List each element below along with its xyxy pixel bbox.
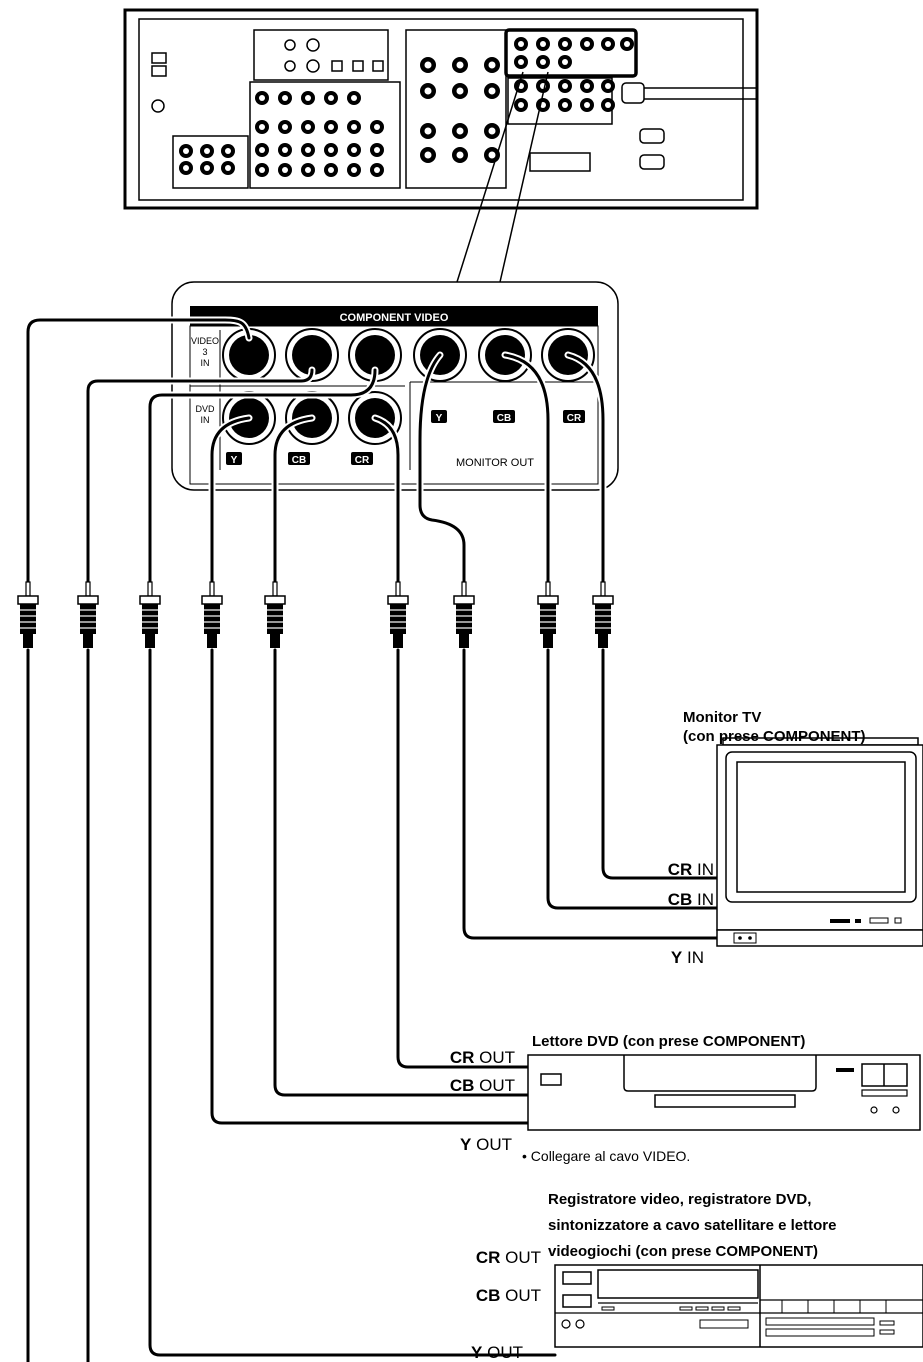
recorder-title-line1: Registratore video, registratore DVD, <box>548 1191 811 1208</box>
receiver-rear-panel <box>123 8 759 210</box>
recorder-title-line2: sintonizzatore a cavo satellitare e lett… <box>548 1217 836 1234</box>
rca-plug-8 <box>537 581 559 648</box>
tv-title-line2: (con prese COMPONENT) <box>683 728 866 745</box>
rca-plug-2 <box>77 581 99 648</box>
video-recorder <box>554 1264 923 1348</box>
video3-label-line3: IN <box>201 358 210 368</box>
rca-plugs <box>17 581 614 648</box>
badge-y-dvd: Y <box>231 455 238 466</box>
dvd-player <box>527 1054 921 1131</box>
zoom-callout-lines <box>456 71 549 283</box>
dvd-cr-out-label: CR OUT <box>450 1048 515 1067</box>
cables <box>24 316 724 1362</box>
dvd-note: • Collegare al cavo VIDEO. <box>522 1148 690 1164</box>
panel-header: COMPONENT VIDEO <box>340 312 449 324</box>
rca-plug-5 <box>264 581 286 648</box>
badge-cr-monitor: CR <box>567 413 582 424</box>
badge-cb-monitor: CB <box>497 413 511 424</box>
rca-plug-7 <box>453 581 475 648</box>
monitor-out-label: MONITOR OUT <box>456 457 534 469</box>
video3-label-line1: VIDEO <box>191 336 219 346</box>
dvd-y-out-label: Y OUT <box>460 1135 512 1154</box>
badge-y-monitor: Y <box>436 413 443 424</box>
recorder-cr-out-label: CR OUT <box>476 1248 541 1267</box>
video3-label-line2: 3 <box>202 347 207 357</box>
badge-cr-dvd: CR <box>355 455 370 466</box>
rca-plug-6 <box>387 581 409 648</box>
dvd-title: Lettore DVD (con prese COMPONENT) <box>532 1033 805 1050</box>
tv-title-line1: Monitor TV <box>683 709 761 726</box>
tv-cb-in-label: CB IN <box>668 890 714 909</box>
recorder-cb-out-label: CB OUT <box>476 1286 541 1305</box>
rca-plug-1 <box>17 581 39 648</box>
rca-plug-4 <box>201 581 223 648</box>
tv-monitor <box>716 737 923 947</box>
dvd-in-label-line1: DVD <box>195 404 215 414</box>
tv-y-in-label: Y IN <box>671 948 704 967</box>
recorder-y-out-label: Y OUT <box>471 1343 523 1362</box>
tv-cr-in-label: CR IN <box>668 860 714 879</box>
dvd-in-label-line2: IN <box>201 415 210 425</box>
rca-plug-9 <box>592 581 614 648</box>
recorder-title-line3: videogiochi (con prese COMPONENT) <box>548 1243 818 1260</box>
rca-plug-3 <box>139 581 161 648</box>
dvd-cb-out-label: CB OUT <box>450 1076 515 1095</box>
badge-cb-dvd: CB <box>292 455 306 466</box>
